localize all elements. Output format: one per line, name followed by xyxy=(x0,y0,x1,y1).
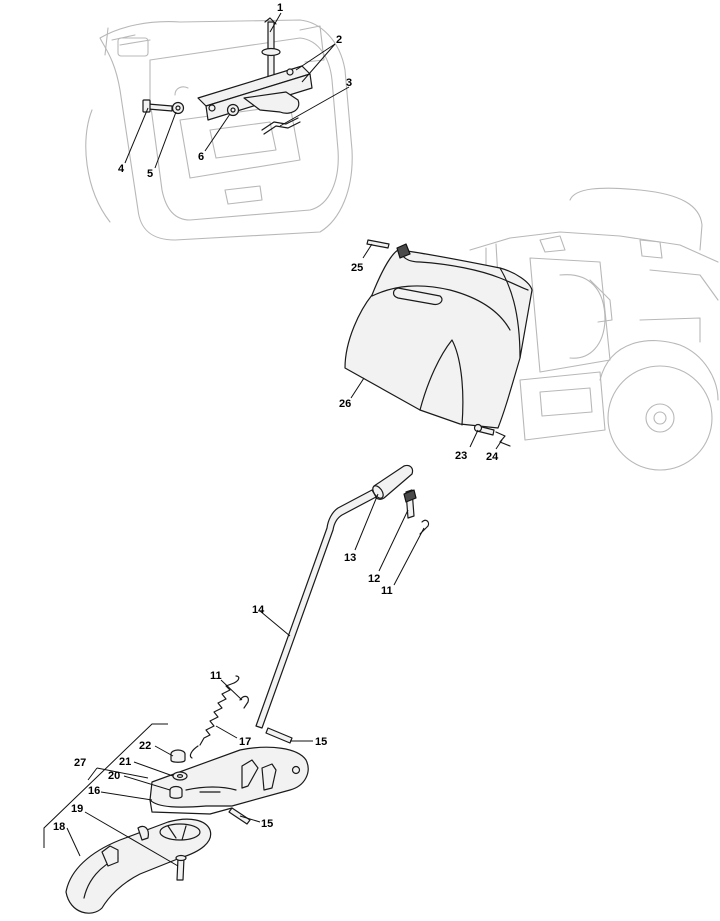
callout-18: 18 xyxy=(53,821,65,833)
callout-12: 12 xyxy=(368,573,380,585)
callout-1: 1 xyxy=(277,2,283,14)
leader-lines xyxy=(66,12,503,867)
return-spring xyxy=(189,675,240,759)
callout-3: 3 xyxy=(346,77,352,89)
lever-clip-upper xyxy=(419,519,430,535)
callout-17: 17 xyxy=(239,736,251,748)
bracket-washer-upper xyxy=(172,771,188,781)
lever-bracket xyxy=(149,746,309,815)
hitch-clip xyxy=(261,117,301,135)
callout-4: 4 xyxy=(118,163,125,175)
callout-2: 2 xyxy=(336,34,342,46)
bracket-nut xyxy=(170,749,186,763)
bracket-pin-lower xyxy=(228,807,251,825)
callout-15-upper: 15 xyxy=(315,736,327,748)
grass-deflector xyxy=(344,243,533,429)
hitch-nut-left xyxy=(171,101,185,115)
hitch-plate xyxy=(197,65,313,121)
base-plate xyxy=(65,818,212,914)
callout-27: 27 xyxy=(74,757,86,769)
callout-13: 13 xyxy=(344,552,356,564)
spring-pin-upper xyxy=(265,727,293,744)
callout-26: 26 xyxy=(339,398,351,410)
callout-14: 14 xyxy=(252,604,265,616)
callout-6: 6 xyxy=(198,151,204,163)
callout-labels: 1 2 3 4 5 6 25 26 23 24 13 12 11 14 11 1… xyxy=(53,2,499,833)
callout-22: 22 xyxy=(139,740,151,752)
callout-25: 25 xyxy=(351,262,363,274)
lift-lever-rod xyxy=(255,489,377,729)
callout-11-lower: 11 xyxy=(210,670,222,682)
callout-23: 23 xyxy=(455,450,467,462)
callout-15-lower: 15 xyxy=(261,818,273,830)
callout-19: 19 xyxy=(71,803,83,815)
callout-24: 24 xyxy=(486,451,499,463)
deflector-hinge-rod xyxy=(366,239,390,249)
hitch-bolt xyxy=(142,99,173,113)
deflector-clip xyxy=(495,431,511,447)
hitch-pin xyxy=(261,17,281,81)
callout-20: 20 xyxy=(108,770,120,782)
callout-5: 5 xyxy=(147,168,153,180)
lever-clip-lower xyxy=(239,695,249,709)
callout-11-upper: 11 xyxy=(381,585,393,597)
assembly-bracket-line xyxy=(43,723,168,848)
callout-16: 16 xyxy=(88,785,100,797)
bracket-spacer xyxy=(169,785,183,799)
deflector-pin xyxy=(473,423,495,436)
hitch-nut-right xyxy=(226,103,240,117)
callout-21: 21 xyxy=(119,756,131,768)
base-bolt xyxy=(175,854,187,881)
